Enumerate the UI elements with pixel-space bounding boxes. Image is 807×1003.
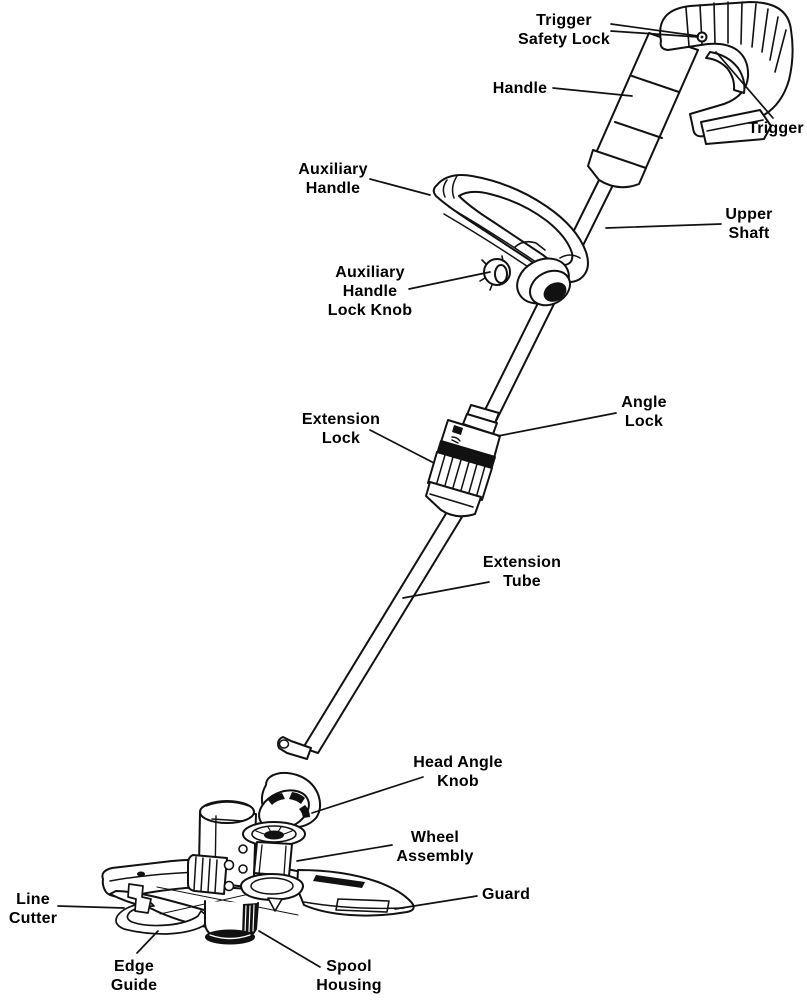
- tube-pin: [277, 736, 312, 760]
- head-angle-knob-part: [258, 789, 310, 831]
- leader-head-angle-knob: [311, 776, 424, 814]
- label-upper-shaft: Upper Shaft: [725, 206, 773, 242]
- lock-icon: [451, 425, 463, 444]
- label-extension-lock: Extension Lock: [301, 411, 381, 447]
- leader-lines: [57, 23, 774, 968]
- cutting-head-part: [101, 736, 415, 945]
- leader-auxiliary-handle-lock-knob: [408, 271, 491, 290]
- extension-tube-part: [302, 511, 463, 754]
- label-auxiliary-handle: Auxiliary Handle: [298, 161, 368, 197]
- label-trigger-safety-lock: Trigger Safety Lock: [517, 12, 611, 48]
- label-auxiliary-handle-lock-knob: Auxiliary Handle Lock Knob: [327, 264, 413, 319]
- label-trigger: Trigger: [748, 120, 804, 137]
- line-cutter-part: [127, 883, 152, 914]
- trigger-part: [705, 51, 746, 94]
- auxiliary-handle-lock-knob-part: [479, 255, 511, 291]
- label-spool-housing: Spool Housing: [316, 958, 382, 994]
- leader-angle-lock: [497, 412, 617, 437]
- label-line-cutter: Line Cutter: [8, 891, 58, 927]
- battery-foot-part: [700, 109, 772, 145]
- wheel-assembly-part: [240, 821, 306, 912]
- leader-auxiliary-handle: [369, 178, 431, 196]
- label-guard: Guard: [481, 886, 531, 903]
- leader-upper-shaft: [605, 223, 722, 229]
- leader-wheel-assembly: [296, 844, 393, 862]
- leader-extension-lock: [369, 429, 435, 464]
- leader-trigger-safety-lock-b: [610, 30, 699, 38]
- handle-grip-ribs: [685, 1, 787, 73]
- label-angle-lock: Angle Lock: [621, 394, 667, 430]
- lock-collar-part: [425, 404, 501, 518]
- leader-guard: [394, 895, 478, 910]
- label-head-angle-knob: Head Angle Knob: [413, 754, 503, 790]
- label-wheel-assembly: Wheel Assembly: [396, 829, 474, 865]
- leader-trigger: [715, 51, 774, 119]
- label-edge-guide: Edge Guide: [110, 958, 158, 994]
- leader-extension-tube: [402, 581, 490, 599]
- trigger-safety-lock-part: [696, 31, 708, 43]
- auxiliary-handle-clamp: [514, 240, 581, 307]
- leader-edge-guide: [136, 930, 159, 954]
- leader-trigger-safety-lock-a: [610, 23, 699, 37]
- label-extension-tube: Extension Tube: [482, 554, 562, 590]
- spool-housing-part: [204, 900, 259, 945]
- leader-handle: [552, 87, 633, 97]
- label-handle: Handle: [492, 80, 548, 97]
- housing-rib-block: [187, 854, 235, 895]
- leader-line-cutter: [57, 905, 125, 909]
- leader-spool-housing: [258, 930, 321, 968]
- auxiliary-handle-part: [432, 174, 589, 307]
